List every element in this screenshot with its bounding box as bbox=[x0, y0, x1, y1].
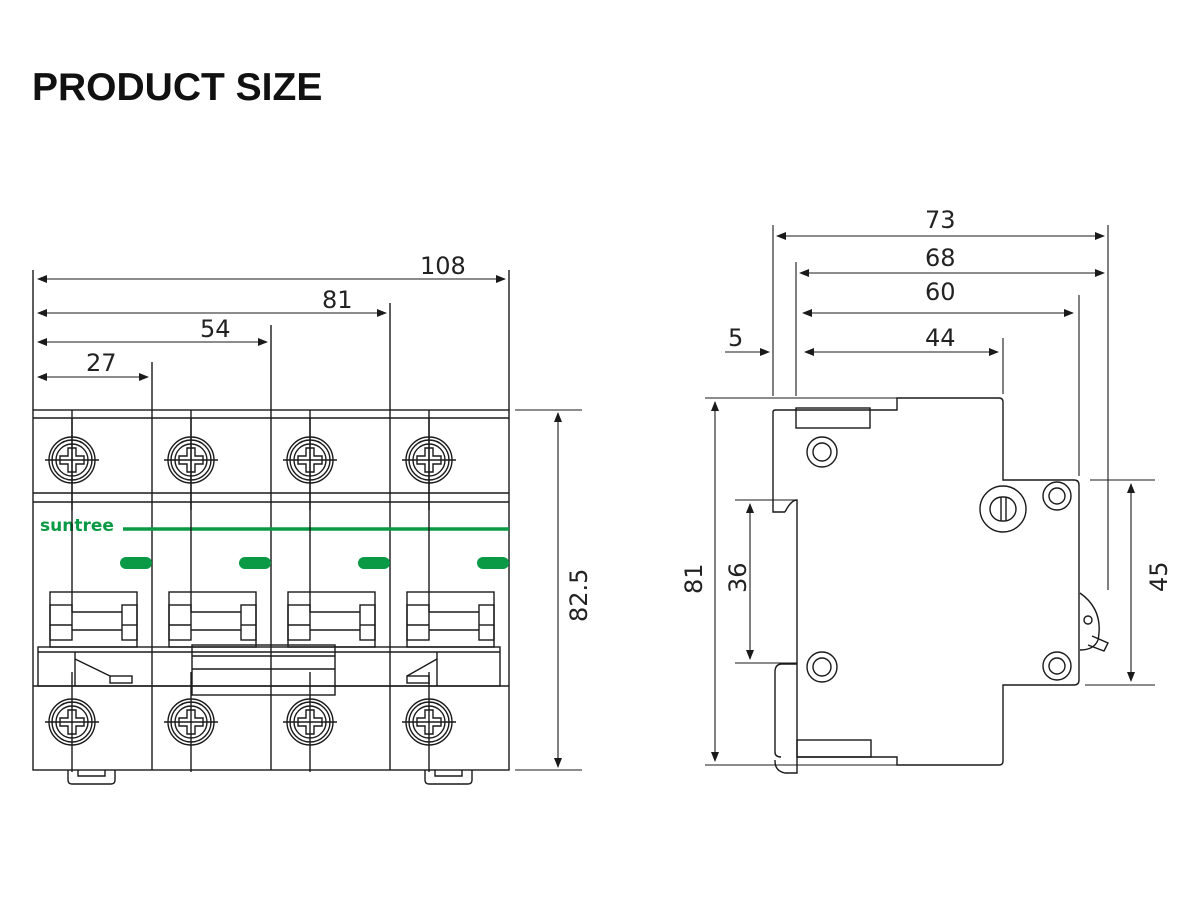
terminal-screws bbox=[806, 436, 1072, 683]
dim-82-5: 82.5 bbox=[565, 569, 593, 622]
status-indicator bbox=[120, 557, 152, 569]
terminal-screw-icon bbox=[45, 672, 99, 772]
tie-bar-plate bbox=[191, 644, 336, 696]
dim-5: 5 bbox=[728, 324, 743, 352]
toggle-lever bbox=[287, 591, 376, 648]
dim-60: 60 bbox=[925, 278, 956, 306]
handle-bar bbox=[37, 646, 501, 687]
brand-logo: suntree bbox=[40, 516, 114, 536]
dim-44: 44 bbox=[925, 324, 956, 352]
terminal-screw-icon bbox=[45, 410, 99, 510]
side-body-outline bbox=[772, 397, 1080, 766]
dim-45: 45 bbox=[1145, 561, 1173, 592]
din-clip-left bbox=[67, 770, 116, 785]
dim-27: 27 bbox=[86, 349, 117, 377]
terminal-screw-icon bbox=[402, 410, 456, 510]
page-title: PRODUCT SIZE bbox=[32, 66, 323, 109]
front-view: suntree bbox=[32, 270, 510, 785]
dim-81-side: 81 bbox=[680, 563, 708, 594]
toggle-lever bbox=[168, 591, 257, 648]
din-clip-right bbox=[424, 770, 473, 785]
breaker-pole bbox=[164, 410, 271, 772]
dim-36: 36 bbox=[724, 562, 752, 593]
adjust-screw-icon bbox=[979, 485, 1027, 533]
dim-54: 54 bbox=[200, 315, 231, 343]
dim-108: 108 bbox=[420, 252, 466, 280]
dim-68: 68 bbox=[925, 244, 956, 272]
front-dimensions: 108 81 54 27 82.5 bbox=[37, 252, 593, 771]
status-indicator bbox=[358, 557, 390, 569]
terminal-screw-icon bbox=[283, 410, 337, 510]
status-indicator bbox=[477, 557, 509, 569]
dim-81: 81 bbox=[322, 286, 353, 314]
breaker-pole bbox=[402, 410, 509, 772]
pole-dividers bbox=[151, 303, 391, 770]
status-indicator bbox=[239, 557, 271, 569]
dim-73: 73 bbox=[925, 206, 956, 234]
terminal-screw-icon bbox=[164, 410, 218, 510]
side-dimensions: 73 68 60 44 5 81 36 45 bbox=[680, 206, 1173, 766]
terminal-screw-icon bbox=[283, 672, 337, 772]
toggle-handle bbox=[1079, 592, 1100, 651]
side-view bbox=[772, 397, 1109, 774]
toggle-lever bbox=[406, 591, 495, 648]
breaker-pole bbox=[45, 410, 152, 772]
breaker-pole bbox=[283, 410, 390, 772]
terminal-screw-icon bbox=[164, 672, 218, 772]
terminal-screw-icon bbox=[402, 672, 456, 772]
toggle-lever bbox=[49, 591, 138, 648]
